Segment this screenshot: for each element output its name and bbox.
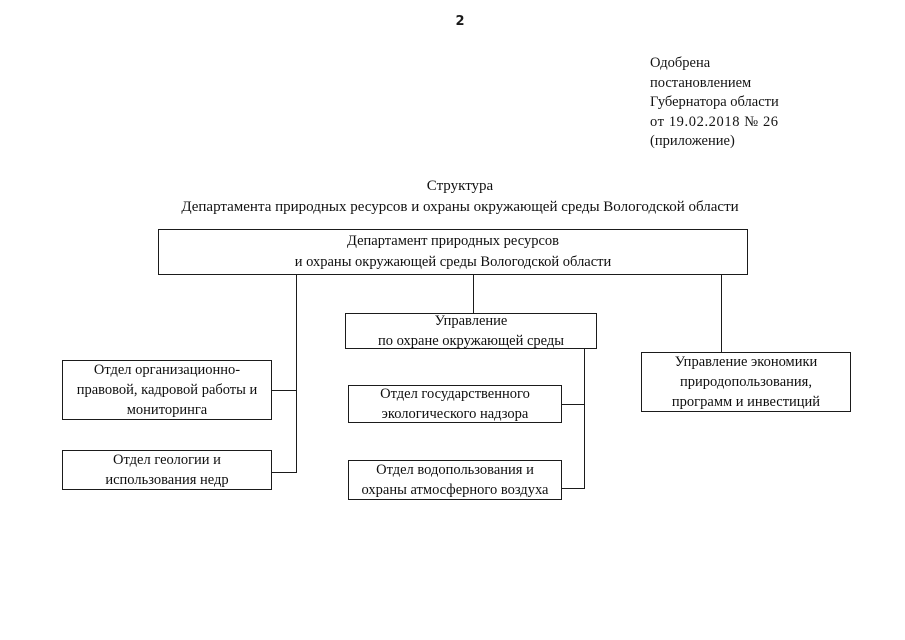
approval-block: Одобрена постановлением Губернатора обла… (650, 54, 890, 152)
org-node-env-dept-text: Управление по охране окружающей среды (352, 311, 590, 351)
approval-line-5: (приложение) (650, 133, 735, 149)
connector-root-to-env-dept (473, 275, 474, 314)
org-node-org-legal-text: Отдел организационно- правовой, кадровой… (69, 360, 265, 420)
connector-env-spine-to-eco-supervision (562, 404, 585, 405)
approval-line-2: постановлением (650, 74, 752, 91)
org-node-geology-line-1: Отдел геологии и (113, 452, 221, 468)
org-node-eco-supervision-text: Отдел государственного экологического на… (355, 384, 555, 424)
org-node-eco-supervision: Отдел государственного экологического на… (348, 385, 562, 423)
org-node-econ-dept-line-1: Управление экономики (674, 354, 818, 370)
org-node-env-dept: Управление по охране окружающей среды (345, 313, 597, 349)
connector-env-dept-spine (584, 349, 585, 489)
org-node-eco-supervision-line-1: Отдел государственного (380, 386, 530, 402)
title-subtitle: Департамента природных ресурсов и охраны… (181, 199, 739, 215)
org-node-econ-dept: Управление экономики природопользования,… (641, 352, 851, 412)
title-main: Структура (426, 178, 494, 194)
org-node-geology: Отдел геологии и использования недр (62, 450, 272, 490)
page-title: Структура Департамента природных ресурсо… (0, 176, 905, 217)
connector-root-to-left-spine (296, 275, 297, 473)
org-node-geology-line-2: использования недр (105, 472, 229, 488)
org-node-env-dept-line-1: Управление (434, 313, 508, 329)
page-number: 2 (455, 14, 465, 29)
org-node-root-line-1: Департамент природных ресурсов (347, 233, 559, 249)
org-node-geology-text: Отдел геологии и использования недр (69, 450, 265, 490)
org-node-org-legal-line-2: правовой, кадровой работы и (76, 382, 258, 398)
org-node-root-line-2: и охраны окружающей среды Вологодской об… (294, 254, 612, 270)
approval-line-date: от 19.02.2018 № 26 (650, 113, 779, 130)
approval-line-3: Губернатора области (650, 94, 779, 110)
org-node-water-air-text: Отдел водопользования и охраны атмосферн… (355, 460, 555, 500)
connector-left-spine-to-geology (272, 472, 297, 473)
org-node-org-legal: Отдел организационно- правовой, кадровой… (62, 360, 272, 420)
org-node-root-text: Департамент природных ресурсов и охраны … (165, 231, 741, 273)
approval-line-1: Одобрена (650, 55, 711, 71)
org-node-econ-dept-line-3: программ и инвестиций (671, 394, 821, 410)
org-node-econ-dept-line-2: природопользования, (680, 374, 812, 390)
connector-env-spine-to-water-air (562, 488, 585, 489)
org-node-econ-dept-text: Управление экономики природопользования,… (648, 352, 844, 412)
org-node-water-air: Отдел водопользования и охраны атмосферн… (348, 460, 562, 500)
org-node-water-air-line-2: охраны атмосферного воздуха (361, 482, 549, 498)
org-node-org-legal-line-1: Отдел организационно- (93, 362, 241, 378)
org-node-env-dept-line-2: по охране окружающей среды (377, 333, 564, 349)
org-node-eco-supervision-line-2: экологического надзора (381, 406, 529, 422)
org-node-water-air-line-1: Отдел водопользования и (376, 462, 534, 478)
org-node-org-legal-line-3: мониторинга (126, 402, 208, 418)
connector-left-spine-to-org-legal (272, 390, 297, 391)
org-node-root: Департамент природных ресурсов и охраны … (158, 229, 748, 275)
connector-root-to-econ-dept (721, 275, 722, 353)
